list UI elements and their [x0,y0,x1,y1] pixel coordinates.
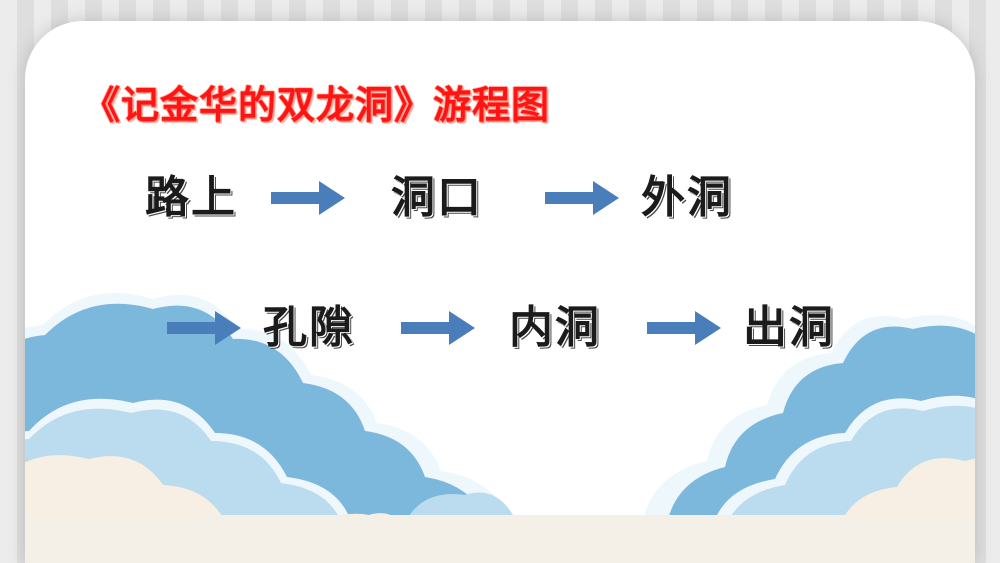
arrow-right-icon [647,311,721,345]
flow-node-lushang: 路上 [145,172,237,223]
arrow-head [319,181,345,215]
page-title: 《记金华的双龙洞》游程图 [82,83,551,127]
flow-node-neidong: 内洞 [509,302,601,353]
arrow-right-icon [545,181,619,215]
cloud-floor-strip [25,515,975,563]
arrow-head [695,311,721,345]
arrow-head [215,311,241,345]
slide-card: 《记金华的双龙洞》游程图 路上 洞口 外洞 [25,21,975,563]
arrow-right-icon [271,181,345,215]
arrow-head [593,181,619,215]
flow-row-1: 路上 洞口 外洞 [145,176,733,220]
arrow-shaft [271,192,321,204]
flow-row-2: 孔隙 内洞 出洞 [145,306,835,350]
arrow-shaft [647,322,697,334]
arrow-right-icon [167,311,241,345]
arrow-shaft [545,192,595,204]
arrow-shaft [401,322,451,334]
arrow-shaft [167,322,217,334]
arrow-head [449,311,475,345]
flow-node-waidong: 外洞 [641,172,733,223]
flow-node-dongkou: 洞口 [391,172,483,223]
arrow-right-icon [401,311,475,345]
flow-node-chudong: 出洞 [743,302,835,353]
flow-node-kongxi: 孔隙 [263,302,355,353]
